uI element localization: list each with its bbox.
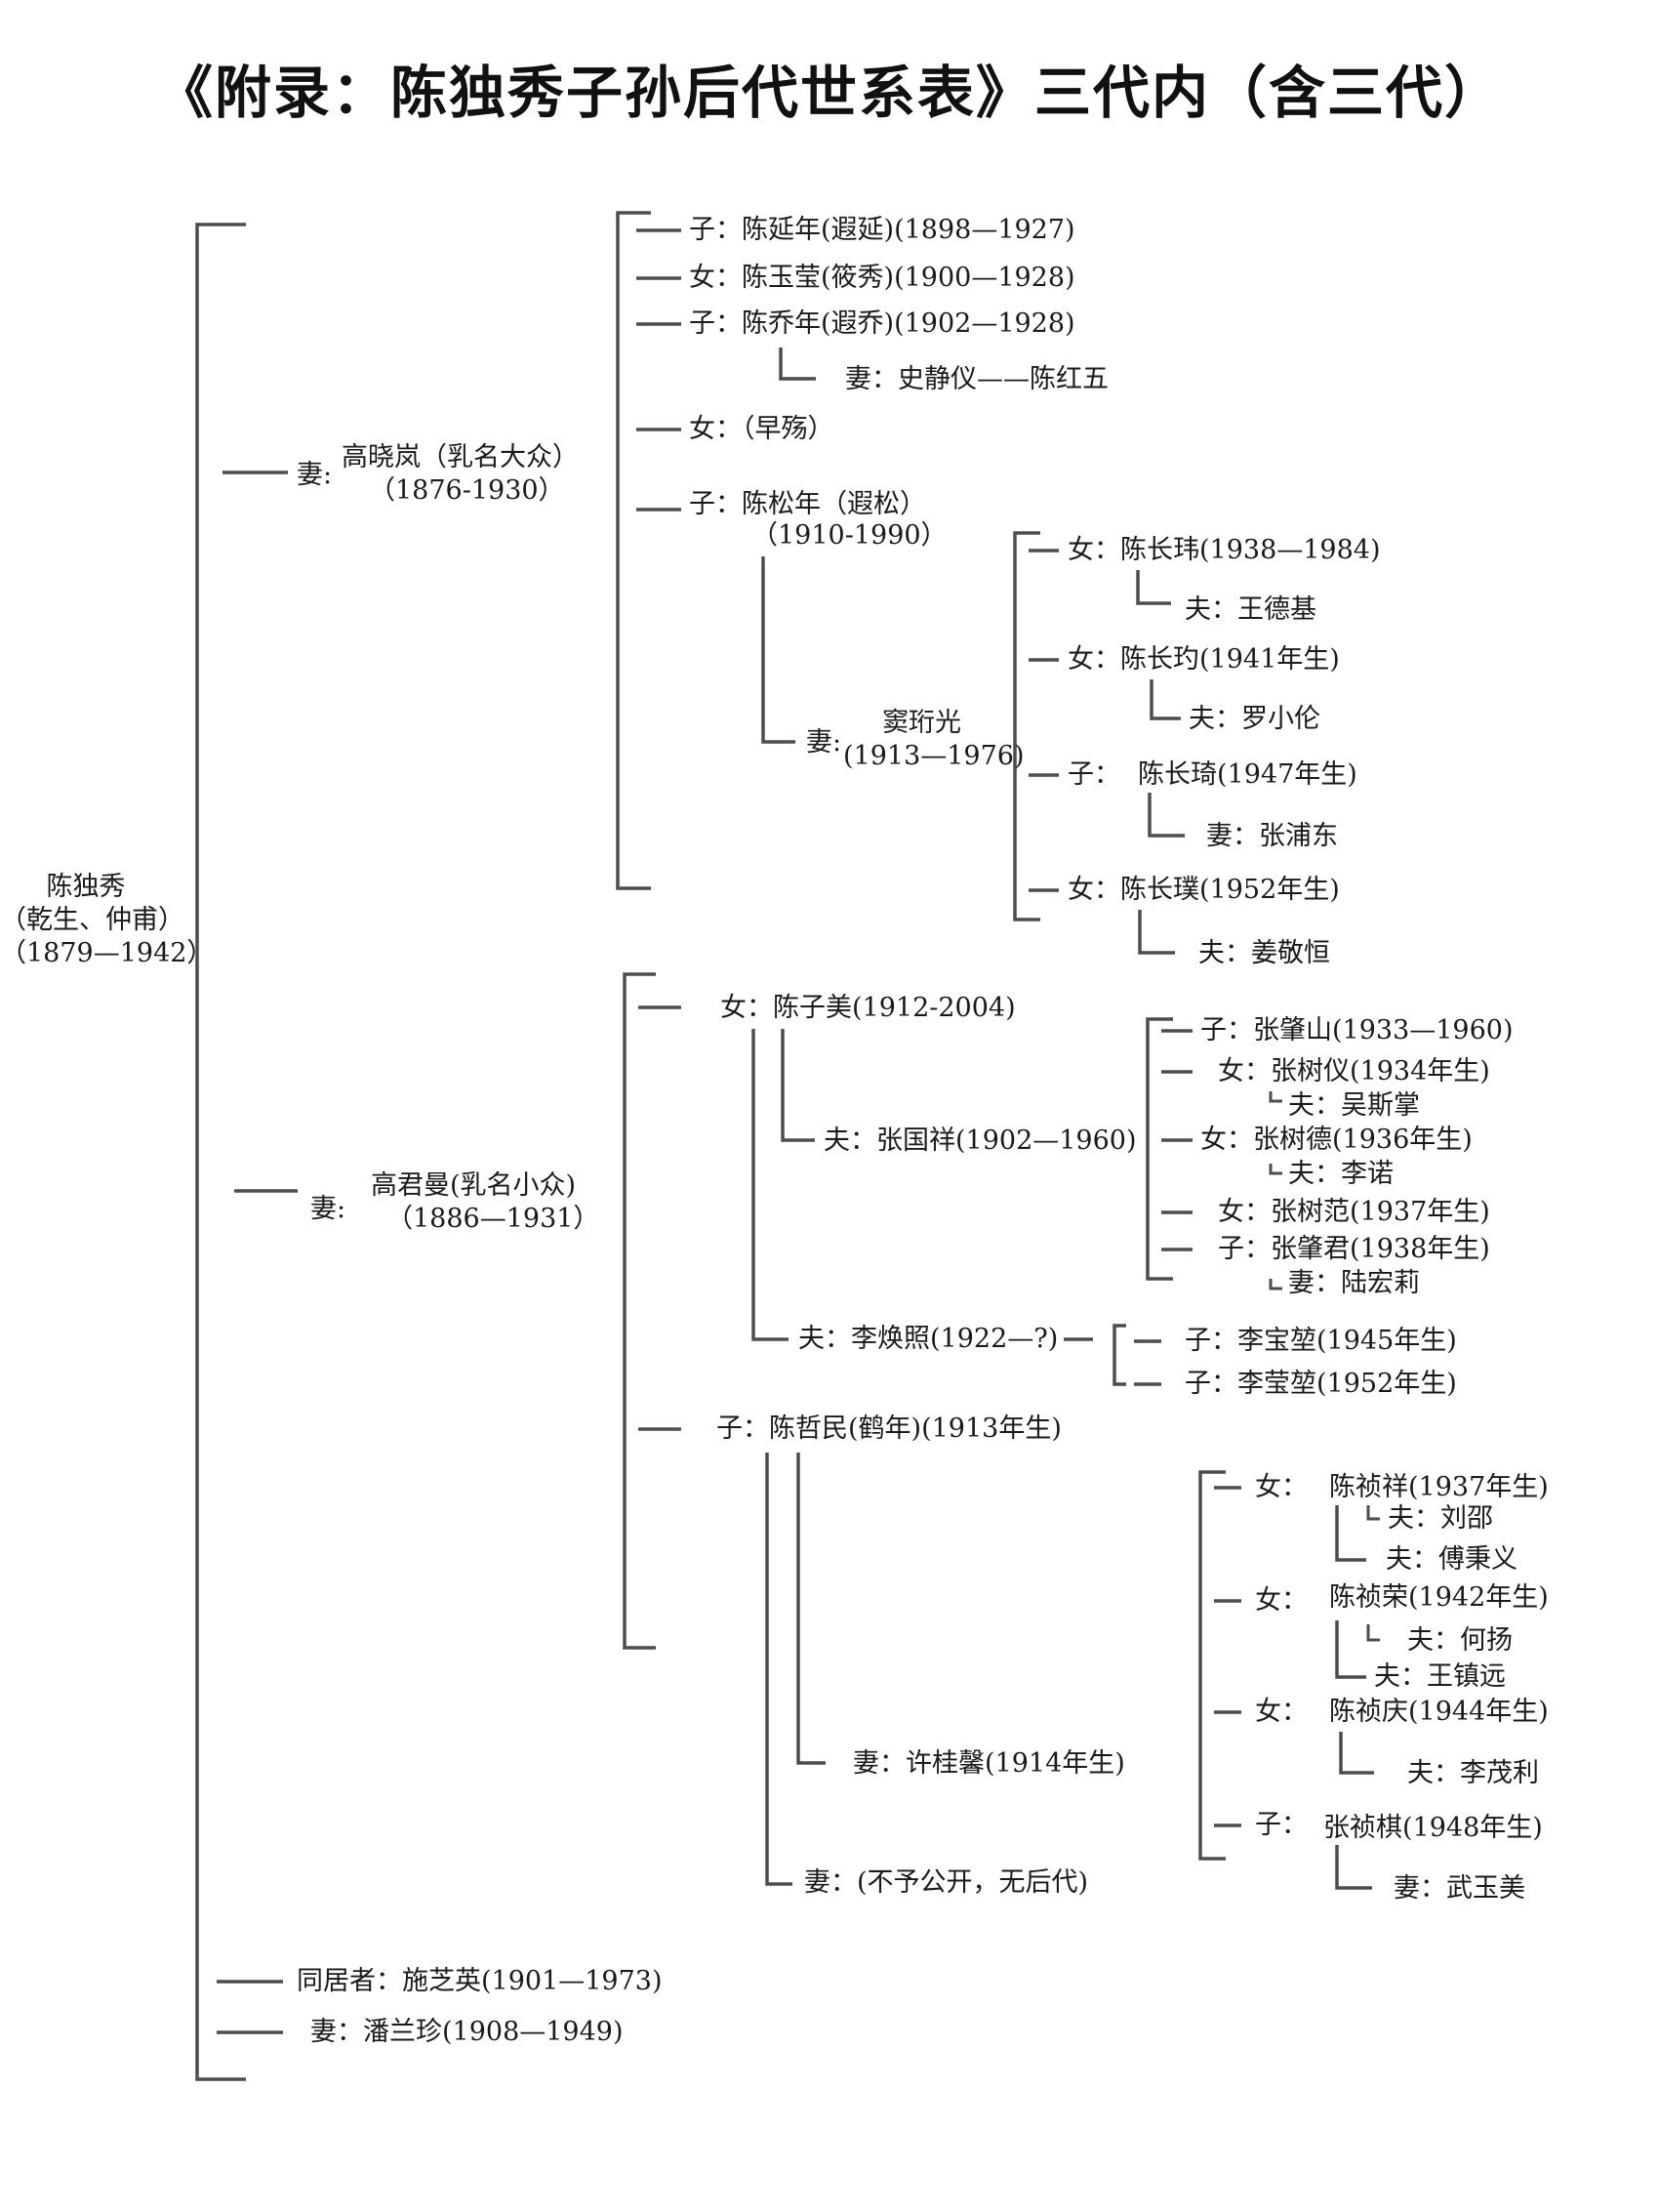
grandchild-changwei: 女：陈长玮(1938—1984) <box>1068 535 1381 565</box>
grandchild-changqi-label: 子： <box>1068 759 1120 790</box>
grandchild-zhenrong: 陈祯荣(1942年生) <box>1329 1582 1549 1613</box>
grandchild-zhenqi: 张祯棋(1948年生) <box>1323 1813 1543 1843</box>
wife2-years: （1886—1931） <box>386 1204 600 1234</box>
zhangguoxiang-children-bracket <box>1146 1017 1173 1281</box>
root-alias: （乾生、仲甫） <box>0 905 184 935</box>
changwei-spouse: 夫：王德基 <box>1185 594 1316 625</box>
zhenqi-spouse: 妻：武玉美 <box>1394 1873 1525 1904</box>
wife1-label: 妻: <box>297 460 333 490</box>
wife1-children-bracket <box>616 211 651 890</box>
grandchild-baokun: 子：李宝堃(1945年生) <box>1185 1326 1457 1356</box>
zhaojun-spouse: 妻：陆宏莉 <box>1288 1268 1420 1298</box>
child-zimei: 女：陈子美(1912-2004) <box>720 993 1016 1023</box>
songnian-years: （1910-1990） <box>751 520 948 551</box>
child-yuying: 女：陈玉莹(筱秀)(1900—1928) <box>689 263 1075 293</box>
wife2-name: 高君曼(乳名小众) <box>371 1170 577 1201</box>
songnian-spouse-name: 窦珩光 <box>882 708 961 738</box>
shude-spouse: 夫：李诺 <box>1288 1159 1394 1189</box>
zimei-husband2: 夫：李焕照(1922—?) <box>798 1324 1059 1354</box>
grandchild-zhenrong-label: 女： <box>1255 1585 1308 1616</box>
zhenxiang-spouse1: 夫：刘邵 <box>1388 1503 1493 1534</box>
wife2-children-bracket <box>623 972 656 1650</box>
shuyi-spouse: 夫：吴斯掌 <box>1288 1090 1420 1121</box>
changdi-spouse: 夫：罗小伦 <box>1189 704 1320 734</box>
grandchild-zhaoshan: 子：张肇山(1933—1960) <box>1200 1015 1514 1045</box>
grandchild-shude: 女：张树德(1936年生) <box>1200 1125 1473 1155</box>
qiaonian-spouse: 妻：史静仪——陈红五 <box>845 364 1109 394</box>
child-yannian: 子：陈延年(遐延)(1898—1927) <box>689 215 1075 245</box>
songnian-children-bracket <box>1013 531 1040 922</box>
songnian-spouse-years: (1913—1976) <box>843 741 1025 771</box>
grandchild-zhenxiang-label: 女： <box>1255 1472 1308 1502</box>
grandchild-shufan: 女：张树范(1937年生) <box>1218 1197 1490 1227</box>
grandchild-zhenxiang: 陈祯祥(1937年生) <box>1329 1472 1549 1502</box>
zimei-husband1: 夫：张国祥(1902—1960) <box>824 1126 1137 1156</box>
changpu-spouse: 夫：姜敬恒 <box>1198 938 1330 968</box>
zhenrong-spouse2: 夫：王镇远 <box>1374 1661 1506 1692</box>
grandchild-zhenqing-label: 女： <box>1255 1697 1308 1727</box>
wife1-name: 高晓岚（乳名大众） <box>342 442 579 472</box>
grandchild-zhaojun: 子：张肇君(1938年生) <box>1218 1234 1490 1264</box>
grandchild-yingkun: 子：李莹堃(1952年生) <box>1185 1369 1457 1399</box>
child-qiaonian: 子：陈乔年(遐乔)(1902—1928) <box>689 308 1075 339</box>
root-name: 陈独秀 <box>46 872 126 902</box>
grandchild-changdi: 女：陈长玓(1941年生) <box>1068 644 1340 675</box>
root-bracket <box>195 223 246 2081</box>
wife4: 妻：潘兰珍(1908—1949) <box>310 2017 624 2047</box>
child-songnian: 子：陈松年（遐松） <box>689 489 926 519</box>
lihuanzhao-children-bracket <box>1113 1324 1126 1386</box>
changqi-spouse: 妻：张浦东 <box>1206 821 1338 851</box>
wife1-years: （1876-1930） <box>369 475 565 506</box>
zhenrong-spouse1: 夫：何扬 <box>1407 1625 1513 1656</box>
grandchild-zhenqing: 陈祯庆(1944年生) <box>1329 1697 1549 1727</box>
zhenqing-spouse: 夫：李茂利 <box>1407 1758 1539 1788</box>
grandchild-zhenqi-label: 子： <box>1255 1810 1308 1840</box>
grandchild-changqi: 陈长琦(1947年生) <box>1138 759 1357 790</box>
grandchild-shuyi: 女：张树仪(1934年生) <box>1218 1056 1490 1086</box>
zhemin-wife2: 妻：(不予公开，无后代) <box>804 1867 1089 1898</box>
songnian-spouse-label: 妻: <box>806 727 842 758</box>
wife2-label: 妻: <box>310 1194 346 1224</box>
child-zhemin: 子：陈哲民(鹤年)(1913年生) <box>716 1413 1062 1444</box>
zhemin-children-bracket <box>1198 1470 1226 1861</box>
grandchild-changpu: 女：陈长璞(1952年生) <box>1068 875 1340 905</box>
partner: 同居者：施芝英(1901—1973) <box>297 1966 663 1996</box>
root-years: （1879—1942） <box>0 938 214 968</box>
child-died-young: 女：（早殇） <box>689 414 834 444</box>
page-title: 《附录：陈独秀子孙后代世系表》三代内（含三代） <box>155 60 1503 126</box>
zhenxiang-spouse2: 夫：傅秉义 <box>1386 1544 1517 1575</box>
zhemin-wife1: 妻：许桂馨(1914年生) <box>853 1748 1125 1779</box>
